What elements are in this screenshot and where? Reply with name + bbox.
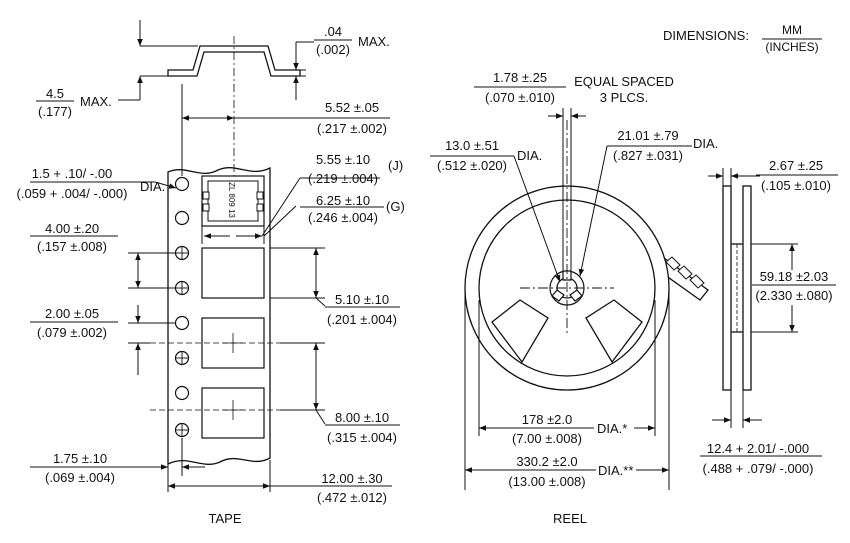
- dim-height-suffix: MAX.: [80, 94, 112, 109]
- dim-hole-suffix: DIA.: [140, 179, 165, 194]
- dim-2-67-in: (.105 ±.010): [761, 178, 831, 193]
- dim-178: [478, 300, 656, 436]
- dim-5-52-in: (.217 ±.002): [317, 121, 387, 136]
- dim-330-2-in: (13.00 ±.008): [508, 474, 585, 489]
- dim-4-00-in: (.157 ±.008): [37, 239, 107, 254]
- dim-178-in: (7.00 ±.008): [512, 431, 582, 446]
- dim-6-25-suffix: (G): [386, 199, 405, 214]
- dim-4-00: [128, 252, 175, 289]
- dim-330-2-mm: 330.2 ±2.0: [516, 454, 577, 469]
- dim-thickness-in: (.002): [316, 42, 350, 57]
- dim-1-75-in: (.069 ±.004): [45, 470, 115, 485]
- reel-flange-right: [742, 185, 752, 391]
- dim-21-01-suffix: DIA.: [693, 136, 718, 151]
- dim-178-mm: 178 ±2.0: [522, 412, 573, 427]
- reel-side: [722, 185, 752, 391]
- dim-2-00-mm: 2.00 ±.05: [45, 306, 99, 321]
- pocket-2: [201, 247, 265, 299]
- dim-1-78: [548, 108, 586, 272]
- reel-tape-end: [665, 256, 705, 289]
- sprocket-crosshairs: [175, 246, 189, 437]
- dim-2-00: [128, 305, 175, 375]
- equal-spaced-line-2: 3 PLCS.: [600, 90, 648, 105]
- dim-4-00-mm: 4.00 ±.20: [45, 221, 99, 236]
- dim-height: [118, 20, 198, 101]
- dimensions-label: DIMENSIONS:: [663, 28, 749, 43]
- reel-label: REEL: [553, 511, 587, 526]
- dim-thickness-suffix: MAX.: [358, 34, 390, 49]
- dim-hole: [30, 181, 177, 189]
- unit-primary: MM: [782, 23, 802, 37]
- dim-13-0-in: (.512 ±.020): [437, 158, 507, 173]
- dim-13-0-mm: 13.0 ±.51: [445, 138, 499, 153]
- dim-1-78-in: (.070 ±.010): [485, 90, 555, 105]
- tape-label: TAPE: [209, 511, 242, 526]
- dim-5-52-mm: 5.52 ±.05: [325, 100, 379, 115]
- dim-8-00-mm: 8.00 ±.10: [335, 410, 389, 425]
- dim-13-0: [430, 155, 561, 283]
- chip: [202, 180, 264, 222]
- dim-59-18: [751, 243, 798, 333]
- dim-hole-in: (.059 + .004/ -.000): [17, 186, 128, 201]
- dim-8-00: [280, 342, 326, 425]
- equal-spaced-line-1: EQUAL SPACED: [574, 74, 674, 89]
- dim-8-00-in: (.315 ±.004): [327, 430, 397, 445]
- dim-12-4-mm: 12.4 + 2.01/ -.000: [707, 441, 809, 456]
- reel-flange-left: [722, 185, 732, 391]
- reel-hub-crosshair: [520, 120, 614, 335]
- dim-hole-mm: 1.5 + .10/ -.00: [32, 166, 113, 181]
- dim-330-2: [464, 290, 670, 490]
- pocket-4: [201, 387, 265, 439]
- dim-12-00-in: (.472 ±.012): [317, 490, 387, 505]
- dim-5-10: [270, 247, 326, 307]
- reel-window-left: [491, 299, 549, 364]
- dim-2-67: [708, 168, 760, 186]
- dim-330-2-suffix: DIA.**: [598, 463, 633, 478]
- dim-12-00: [168, 460, 315, 492]
- dim-2-00-in: (.079 ±.002): [37, 325, 107, 340]
- pocket-centers: [150, 333, 280, 420]
- dim-pocket-width: [201, 177, 380, 244]
- units-legend: DIMENSIONS: MM (INCHES): [663, 23, 822, 54]
- dim-59-18-in: (2.330 ±.080): [755, 288, 832, 303]
- dim-21-01-mm: 21.01 ±.79: [617, 128, 678, 143]
- dim-6-25-in: (.246 ±.004): [308, 210, 378, 225]
- dim-178-suffix: DIA.*: [597, 421, 627, 436]
- dim-12-00-mm: 12.00 ±.30: [321, 471, 382, 486]
- dim-59-18-mm: 59.18 ±2.03: [760, 269, 829, 284]
- dim-6-25-mm: 6.25 ±.10: [316, 193, 370, 208]
- dim-1-78-mm: 1.78 ±.25: [493, 70, 547, 85]
- dim-thickness-mm: .04: [324, 24, 342, 39]
- dim-5-55-mm: 5.55 ±.10: [316, 152, 370, 167]
- reel-windows: [491, 299, 643, 364]
- dim-height-mm: 4.5: [46, 86, 64, 101]
- dim-thickness: [282, 41, 314, 100]
- dim-12-4: [712, 390, 762, 428]
- reel-front: [464, 185, 709, 391]
- dim-21-01: [578, 145, 692, 277]
- dim-5-55-suffix: (J): [388, 158, 403, 173]
- reel-window-right: [585, 299, 643, 364]
- dim-21-01-in: (.827 ±.031): [613, 148, 683, 163]
- dim-5-10-mm: 5.10 ±.10: [335, 292, 389, 307]
- tape-profile: [167, 36, 301, 86]
- chip-marking: ZL 809 13: [227, 182, 236, 218]
- dim-5-52: [181, 84, 320, 176]
- dim-5-55-in: (.219 ±.004): [308, 171, 378, 186]
- dim-2-67-mm: 2.67 ±.25: [769, 158, 823, 173]
- unit-secondary: (INCHES): [765, 40, 818, 54]
- dim-12-4-in: (.488 + .079/ -.000): [703, 461, 814, 476]
- dim-5-10-in: (.201 ±.004): [327, 312, 397, 327]
- dim-13-0-suffix: DIA.: [517, 148, 542, 163]
- dim-height-in: (.177): [38, 104, 72, 119]
- dim-1-75-mm: 1.75 ±.10: [53, 451, 107, 466]
